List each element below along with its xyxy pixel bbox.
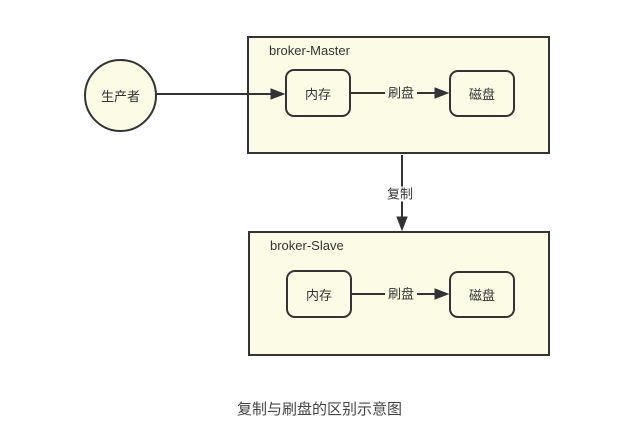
master-flush-edge-label: 刷盘 — [384, 85, 418, 101]
slave-memory-node: 内存 — [286, 270, 352, 318]
master-disk-node: 磁盘 — [449, 70, 515, 117]
slave-disk-label: 磁盘 — [468, 288, 495, 303]
diagram-caption: 复制与刷盘的区别示意图 — [237, 401, 403, 418]
slave-memory-label: 内存 — [305, 287, 332, 303]
producer-node: 生产者 — [84, 59, 157, 132]
replicate-edge-label: 复制 — [383, 186, 417, 202]
master-memory-label: 内存 — [304, 86, 331, 102]
slave-flush-edge-label: 刷盘 — [384, 286, 418, 302]
replicate-arrowhead-icon — [396, 216, 408, 232]
producer-label: 生产者 — [100, 89, 140, 104]
slave-disk-node: 磁盘 — [449, 271, 515, 318]
broker-master-title: broker-Master — [269, 43, 350, 58]
master-disk-label: 磁盘 — [468, 87, 495, 102]
master-memory-node: 内存 — [285, 69, 351, 117]
broker-slave-title: broker-Slave — [270, 238, 344, 253]
